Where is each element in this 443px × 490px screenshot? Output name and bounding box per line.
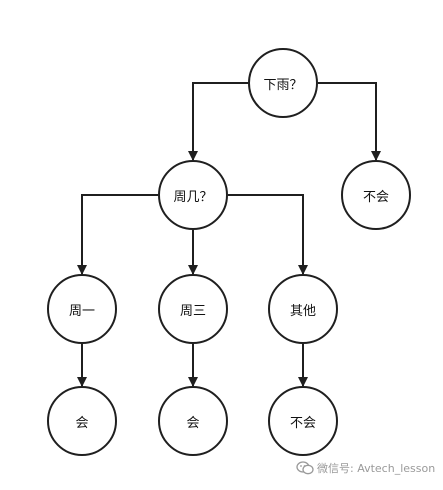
edge-day-other xyxy=(228,194,308,275)
node-rain: 下雨？ xyxy=(248,48,318,118)
node-label: 会 xyxy=(75,415,89,431)
node-no2: 不会 xyxy=(268,386,338,456)
node-mon: 周一 xyxy=(47,274,117,344)
node-no1: 不会 xyxy=(341,160,411,230)
node-label: 周三 xyxy=(179,303,206,319)
node-label: 不会 xyxy=(362,189,389,205)
edge-day-mon xyxy=(77,194,158,275)
wechat-icon xyxy=(296,461,314,475)
node-label: 周一 xyxy=(68,303,95,319)
watermark-text: 微信号: Avtech_lesson xyxy=(317,462,436,475)
node-day: 周几？ xyxy=(158,160,228,230)
node-label: 不会 xyxy=(289,415,316,431)
node-label: 其他 xyxy=(289,303,316,319)
node-label: 下雨？ xyxy=(263,77,303,93)
edge-rain-no1 xyxy=(318,82,381,161)
node-yes1: 会 xyxy=(47,386,117,456)
watermark: 微信号: Avtech_lesson xyxy=(296,460,435,476)
node-label: 会 xyxy=(186,415,200,431)
node-wed: 周三 xyxy=(158,274,228,344)
node-yes2: 会 xyxy=(158,386,228,456)
edge-rain-day xyxy=(188,82,248,161)
node-label: 周几？ xyxy=(173,189,213,205)
node-other: 其他 xyxy=(268,274,338,344)
